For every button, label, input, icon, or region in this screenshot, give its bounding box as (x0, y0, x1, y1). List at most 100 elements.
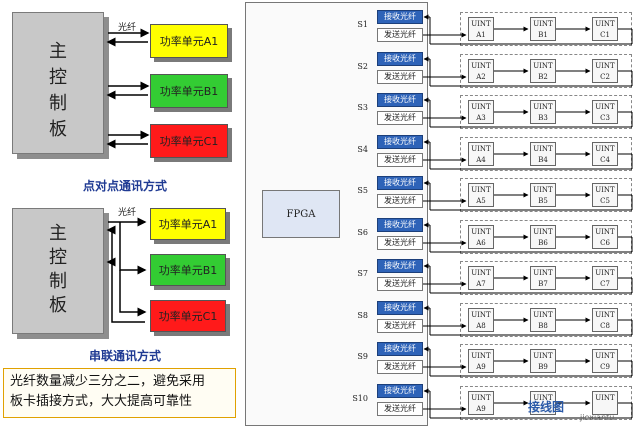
receive-fiber-port: 接收光纤 (377, 301, 423, 315)
slot-label: S8 (357, 311, 368, 320)
uint-label: UINT (533, 20, 553, 28)
uint-label: A3 (476, 114, 486, 122)
power-unit-label: 功率单元B1 (158, 264, 218, 277)
send-fiber-port: 发送光纤 (377, 194, 423, 208)
uint-label: UINT (595, 269, 615, 277)
fpga-chip: FPGA (262, 190, 340, 238)
uint-module: UINT (530, 391, 556, 415)
top-connections (106, 28, 150, 149)
power-unit-label: 功率单元B1 (159, 85, 219, 98)
uint-module: UINT (592, 391, 618, 415)
slot-label: S2 (357, 62, 368, 71)
power-unit-a1: 功率单元A1 (150, 208, 226, 240)
uint-label: UINT (533, 394, 553, 402)
fiber-label: 光纤 (118, 208, 137, 218)
controller-char: 制 (49, 93, 67, 114)
uint-label: UINT (595, 103, 615, 111)
uint-label: UINT (471, 20, 491, 28)
uint-label: UINT (471, 352, 491, 360)
uint-module: UINT C8 (592, 308, 618, 332)
uint-label: UINT (533, 269, 553, 277)
uint-module: UINT B6 (530, 225, 556, 249)
uint-label: UINT (471, 103, 491, 111)
uint-module: UINT C5 (592, 183, 618, 207)
uint-label: B6 (538, 239, 548, 247)
uint-label: C8 (600, 322, 610, 330)
slot-label: S5 (357, 186, 368, 195)
power-unit-label: 功率单元A1 (158, 218, 218, 231)
receive-fiber-port: 接收光纤 (377, 52, 423, 66)
uint-label: UINT (471, 145, 491, 153)
uint-label: UINT (471, 228, 491, 236)
slot-label: S10 (352, 394, 368, 403)
main-controller-top: 主 控 制 板 (12, 12, 104, 154)
uint-label: C4 (600, 156, 610, 164)
serial-connections (106, 217, 147, 323)
slot-label: S6 (357, 228, 368, 237)
slot-label: S1 (357, 20, 368, 29)
slot-label: S7 (357, 269, 368, 278)
uint-label: A5 (476, 197, 486, 205)
uint-label: B4 (538, 156, 548, 164)
uint-label: B5 (538, 197, 548, 205)
uint-label: A9 (476, 363, 486, 371)
uint-label: B1 (538, 31, 548, 39)
uint-label: B9 (538, 363, 548, 371)
uint-label: UINT (595, 20, 615, 28)
send-fiber-port: 发送光纤 (377, 402, 423, 416)
uint-label: UINT (595, 186, 615, 194)
uint-label: UINT (595, 228, 615, 236)
send-fiber-port: 发送光纤 (377, 277, 423, 291)
slot-label: S4 (357, 145, 368, 154)
uint-label: B2 (538, 73, 548, 81)
uint-label: UINT (595, 311, 615, 319)
uint-label: UINT (533, 103, 553, 111)
receive-fiber-port: 接收光纤 (377, 176, 423, 190)
controller-char: 制 (49, 271, 67, 292)
uint-label: UINT (595, 62, 615, 70)
uint-label: UINT (595, 352, 615, 360)
uint-label: A1 (476, 31, 486, 39)
uint-label: UINT (533, 62, 553, 70)
uint-label: UINT (595, 145, 615, 153)
uint-label: C5 (600, 197, 610, 205)
uint-label: UINT (533, 228, 553, 236)
power-unit-b1: 功率单元B1 (150, 254, 226, 286)
uint-label: UINT (471, 311, 491, 319)
uint-module: UINT C4 (592, 142, 618, 166)
uint-label: A2 (476, 73, 486, 81)
uint-label: UINT (471, 186, 491, 194)
receive-fiber-port: 接收光纤 (377, 384, 423, 398)
power-unit-c1: 功率单元C1 (150, 124, 228, 158)
uint-label: B8 (538, 322, 548, 330)
controller-char: 主 (49, 41, 67, 62)
uint-label: A9 (476, 405, 486, 413)
uint-label: UINT (471, 62, 491, 70)
uint-module: UINT B9 (530, 349, 556, 373)
uint-label: C7 (600, 280, 610, 288)
receive-fiber-port: 接收光纤 (377, 135, 423, 149)
fiber-label: 光纤 (118, 23, 137, 33)
slot-label: S3 (357, 103, 368, 112)
fpga-label: FPGA (286, 209, 316, 220)
uint-module: UINT A2 (468, 59, 494, 83)
uint-module: UINT B2 (530, 59, 556, 83)
controller-char: 主 (49, 223, 67, 244)
controller-char: 板 (49, 295, 67, 316)
send-fiber-port: 发送光纤 (377, 153, 423, 167)
power-unit-b1: 功率单元B1 (150, 74, 228, 108)
main-controller-bottom: 主 控 制 板 (12, 208, 104, 334)
uint-label: UINT (533, 352, 553, 360)
power-unit-c1: 功率单元C1 (150, 300, 226, 332)
send-fiber-port: 发送光纤 (377, 70, 423, 84)
